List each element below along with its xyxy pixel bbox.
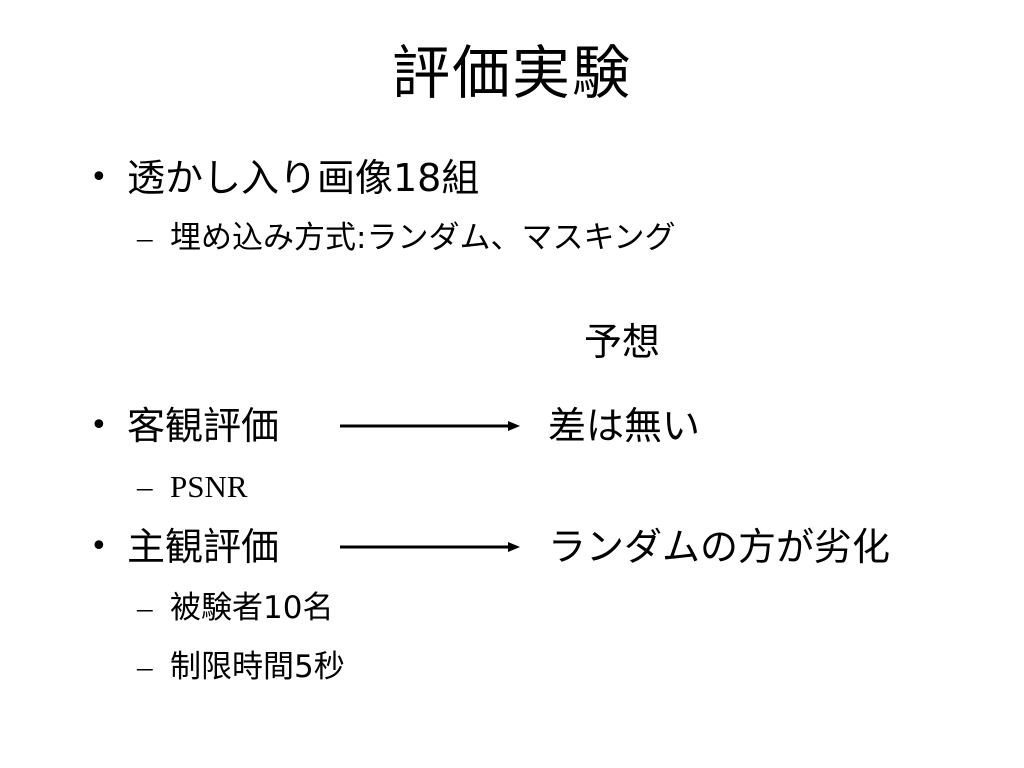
bullet-icon: •	[90, 408, 108, 443]
dash-icon: –	[137, 220, 153, 255]
arrow-icon	[340, 542, 520, 552]
dash-icon: –	[137, 469, 153, 504]
bullet-text: 主観評価	[127, 525, 280, 569]
prediction-header: 予想	[584, 320, 661, 364]
arrow-icon	[340, 421, 520, 431]
sub-item-text: 埋め込み方式:ランダム、マスキング	[170, 220, 676, 256]
prediction-objective: 差は無い	[548, 404, 701, 448]
sub-item-text: 被験者10名	[170, 590, 334, 626]
bullet-item-objective-evaluation: • 客観評価	[0, 404, 520, 448]
sub-item-embedding-method: – 埋め込み方式:ランダム、マスキング	[0, 219, 1024, 257]
bullet-icon: •	[90, 529, 108, 564]
sub-item-subjects: – 被験者10名	[0, 589, 520, 627]
sub-item-text: 制限時間5秒	[170, 649, 345, 685]
bullet-item-watermarked-images: • 透かし入り画像18組	[0, 156, 1024, 200]
bullet-text: 透かし入り画像18組	[127, 156, 480, 200]
bullet-text: 客観評価	[127, 404, 280, 448]
sub-item-psnr: – PSNR	[0, 468, 520, 506]
bullet-icon: •	[90, 160, 108, 195]
dash-icon: –	[137, 590, 153, 625]
slide-title: 評価実験	[391, 39, 632, 107]
bullet-item-subjective-evaluation: • 主観評価	[0, 525, 520, 569]
sub-item-time-limit: – 制限時間5秒	[0, 648, 520, 686]
sub-item-text: PSNR	[170, 469, 248, 504]
dash-icon: –	[137, 649, 153, 684]
prediction-subjective: ランダムの方が劣化	[548, 525, 891, 569]
